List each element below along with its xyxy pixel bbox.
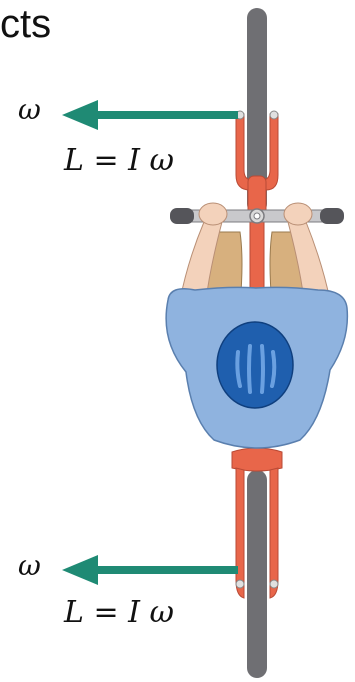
equation-label-bottom: L = I ω (64, 598, 174, 628)
hand-right (284, 203, 312, 225)
front-axle-right (270, 111, 278, 119)
saddle (232, 448, 282, 471)
grip-left (170, 208, 194, 224)
equation-label-top: L = I ω (64, 146, 174, 176)
grip-right (320, 208, 344, 224)
rear-stays-right (270, 468, 278, 598)
rear-axle-right (270, 580, 278, 588)
omega-label-top: ω (18, 96, 41, 124)
hand-left (199, 203, 227, 225)
helmet (217, 322, 293, 408)
rear-axle-left (236, 580, 244, 588)
arrow-top-head (62, 100, 98, 130)
arrow-bottom-head (62, 555, 98, 585)
rear-tire (247, 470, 267, 678)
rear-stays (236, 468, 244, 598)
omega-label-bottom: ω (18, 552, 41, 580)
